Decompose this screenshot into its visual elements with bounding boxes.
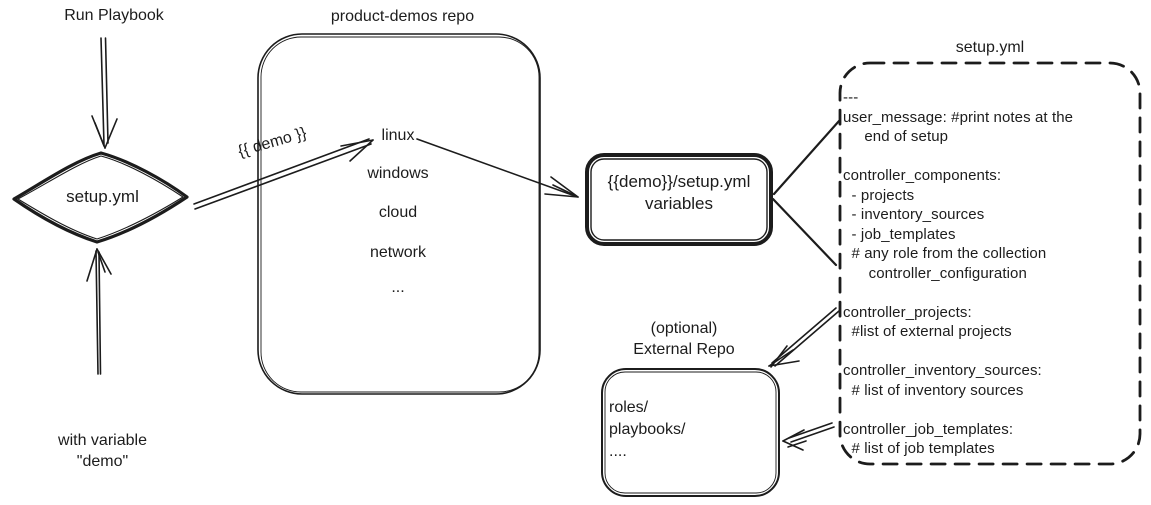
variables-box-shape — [585, 153, 773, 246]
diamond-label: setup.yml — [66, 187, 139, 206]
arrow-diamond-to-linux — [193, 138, 374, 210]
external-repo-box-shape — [601, 368, 780, 497]
run-playbook-label: Run Playbook — [64, 7, 164, 24]
arrow-projects-to-external-repo — [768, 307, 840, 368]
start-diamond-overdraw — [17, 155, 184, 240]
variables-box-overdraw — [590, 158, 768, 241]
arrow-run-playbook-to-diamond — [91, 37, 118, 149]
variables-box-label: {{demo}}/setup.yml variables — [607, 172, 751, 213]
repo-item-cloud: cloud — [378, 204, 418, 221]
start-diamond-shape — [12, 151, 189, 244]
repo-item-network: network — [369, 244, 427, 261]
setup-yml-yaml-content: --- user_message: #print notes at the en… — [843, 89, 1074, 457]
external-repo-title: (optional) External Repo — [633, 320, 735, 358]
product-demos-repo-box-shape — [257, 33, 541, 395]
product-demos-repo-box-overdraw — [260, 36, 540, 393]
arrow-job-templates-to-external-repo — [782, 422, 835, 451]
fan-lines-variables-to-setup-yml — [771, 119, 841, 267]
repo-item-ellipsis: ... — [391, 279, 405, 296]
setup-yml-dashed-box-shape — [838, 61, 1142, 466]
arrow-with-variable-to-diamond — [86, 248, 112, 375]
arrow-linux-to-variables-box — [416, 138, 579, 198]
external-repo-box-overdraw — [604, 371, 777, 494]
repo-item-linux: linux — [381, 127, 415, 144]
repo-item-windows: windows — [367, 165, 429, 182]
product-demos-repo-title: product-demos repo — [330, 8, 475, 25]
setup-yml-title: setup.yml — [955, 39, 1025, 56]
with-variable-note: with variable "demo" — [58, 432, 147, 470]
external-repo-contents: roles/ playbooks/ .... — [609, 399, 686, 460]
